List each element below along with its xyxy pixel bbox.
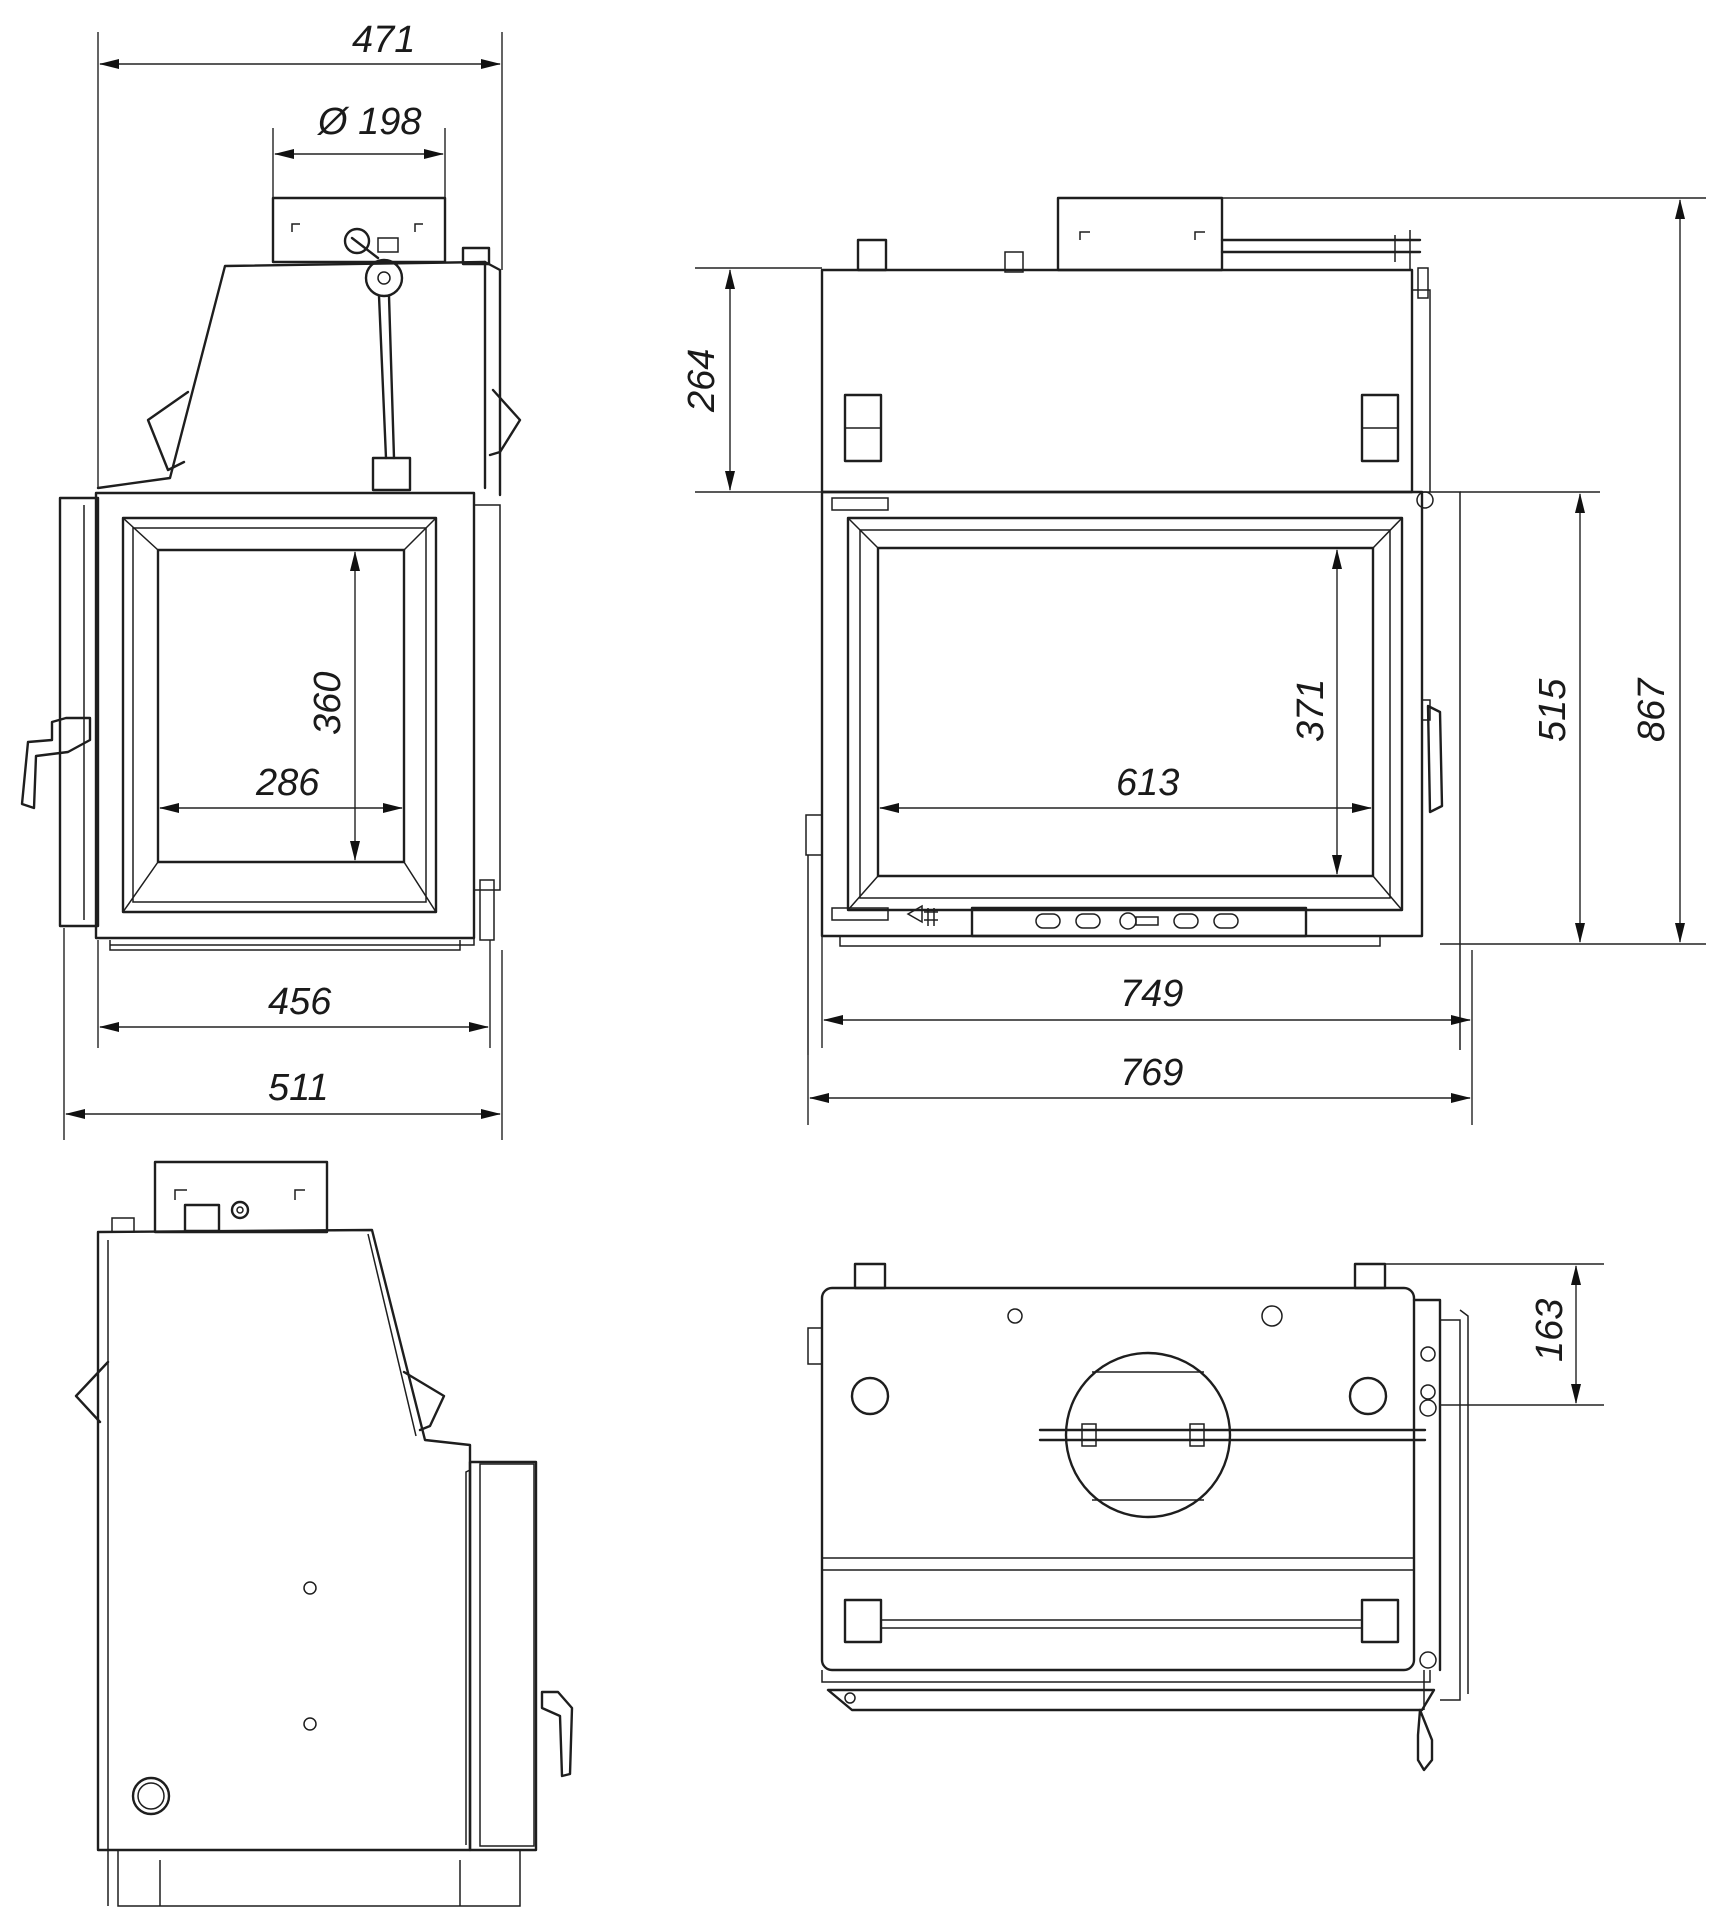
- front-glass: [156, 548, 406, 864]
- left-handle-loop: [146, 390, 190, 472]
- top-damper-rod: [1038, 1428, 1427, 1442]
- dim-top-offset: 163: [1529, 1299, 1571, 1362]
- door-hinge-bar: [58, 496, 100, 928]
- dim-side-body-width: 749: [1120, 973, 1183, 1015]
- dim-door-height: 515: [1532, 678, 1574, 742]
- dim-overall-height: 867: [1631, 677, 1673, 742]
- profile-inlet: [131, 1776, 171, 1816]
- side-door-handle: [1426, 704, 1444, 814]
- side-flue-collar: [1056, 196, 1224, 272]
- profile-view: [74, 1160, 574, 1907]
- dimension-labels: 471 Ø 198 360 286 456 511 264 371 613 51…: [255, 19, 1673, 1362]
- dim-front-overall-width: 511: [268, 1067, 329, 1109]
- front-view: [20, 196, 522, 951]
- flue-collar: [271, 196, 447, 264]
- profile-door-handle: [540, 1690, 574, 1778]
- profile-door: [468, 1460, 538, 1852]
- dim-side-glass-height: 371: [1290, 679, 1332, 742]
- side-glass: [876, 546, 1375, 878]
- top-handle: [1416, 1708, 1434, 1772]
- side-top-stub: [856, 238, 888, 272]
- dim-total-width: 471: [352, 19, 415, 61]
- damper-rod: [377, 294, 396, 460]
- top-front-rail: [826, 1688, 1436, 1712]
- profile-flue-collar: [153, 1160, 329, 1234]
- right-handle-loop: [488, 388, 522, 457]
- side-upper-box: [820, 268, 1414, 494]
- dim-side-glass-width: 613: [1116, 762, 1179, 804]
- front-door-frame: [94, 491, 476, 940]
- top-stub: [461, 246, 491, 266]
- front-door-handle: [20, 716, 92, 810]
- damper-knob: [364, 258, 404, 298]
- side-view: [805, 196, 1461, 1055]
- air-control-strip: [970, 906, 1308, 938]
- side-damper-rod: [1220, 238, 1422, 254]
- side-door-frame: [820, 490, 1424, 938]
- dim-top-height: 264: [681, 349, 723, 413]
- air-symbol: [906, 904, 938, 926]
- dim-front-glass-width: 286: [255, 762, 320, 804]
- profile-body: [96, 1228, 472, 1852]
- top-flue-opening: [1064, 1351, 1232, 1519]
- upper-body: [96, 260, 487, 490]
- damper-pivot: [343, 227, 371, 255]
- top-body: [820, 1286, 1416, 1672]
- top-view: [807, 1262, 1469, 1772]
- dim-front-glass-height: 360: [307, 672, 349, 735]
- door-outer: [121, 516, 438, 914]
- side-door-outer: [846, 516, 1404, 912]
- dim-side-overall-width: 769: [1120, 1052, 1183, 1094]
- dimensions: [63, 32, 1706, 1406]
- dim-flue-diameter: Ø 198: [316, 101, 422, 143]
- dim-front-body-width: 456: [268, 981, 332, 1023]
